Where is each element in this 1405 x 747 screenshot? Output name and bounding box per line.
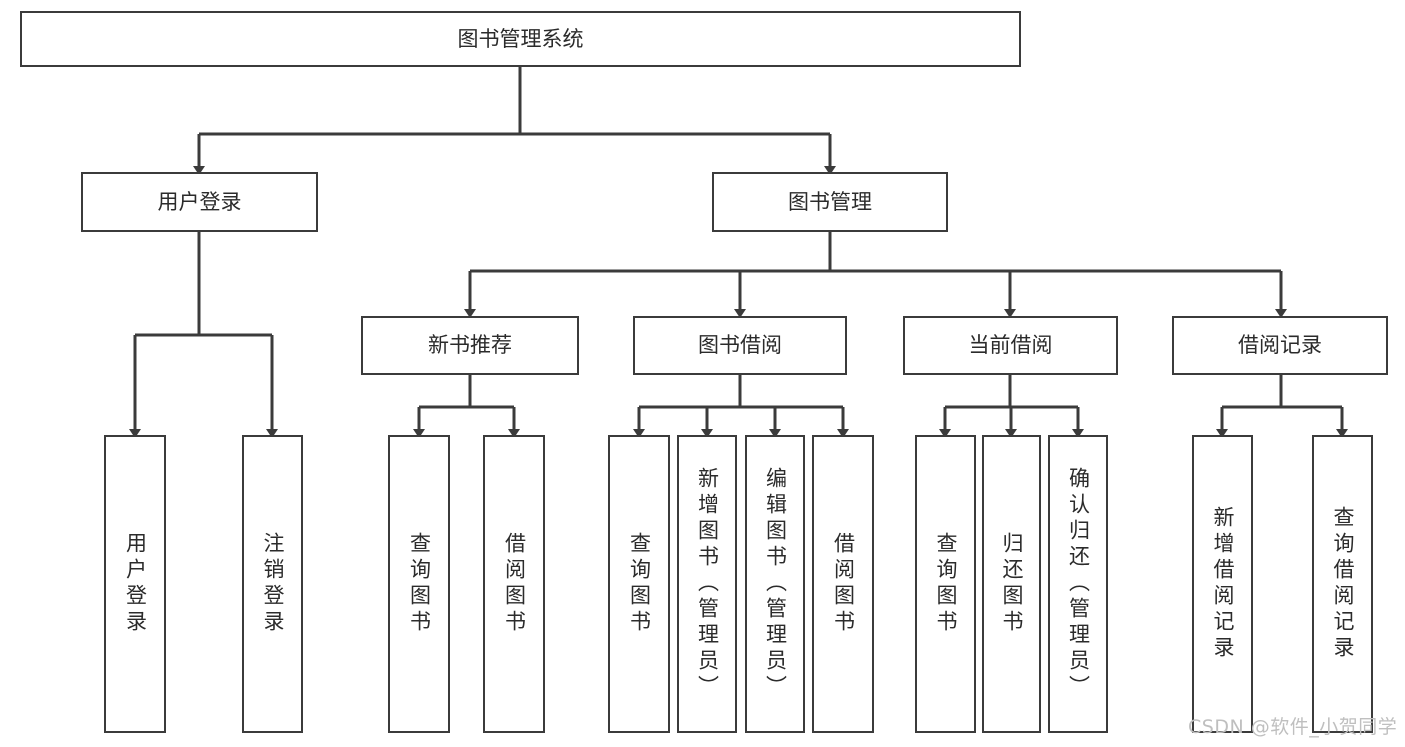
node-label: 查询借阅记录 (1331, 506, 1355, 662)
leaf-query-borrow-record[interactable]: 查询借阅记录 (1312, 435, 1373, 733)
leaf-edit-book-admin[interactable]: 编辑图书（管理员） (745, 435, 805, 733)
node-label: 图书管理 (788, 189, 872, 214)
node-label: 查询图书 (407, 532, 432, 636)
node-label: 用户登录 (123, 532, 148, 636)
leaf-add-book-admin[interactable]: 新增图书（管理员） (677, 435, 737, 733)
node-label: 图书借阅 (698, 333, 782, 358)
node-label: 新书推荐 (428, 333, 512, 358)
node-label: 确认归还（管理员） (1066, 467, 1091, 701)
node-label: 当前借阅 (968, 333, 1053, 358)
leaf-confirm-return-admin[interactable]: 确认归还（管理员） (1048, 435, 1108, 733)
node-book-management[interactable]: 图书管理 (712, 172, 948, 232)
node-label: 新增图书（管理员） (695, 467, 720, 701)
leaf-query-book-borrow[interactable]: 查询图书 (608, 435, 670, 733)
node-label: 用户登录 (157, 189, 242, 214)
leaf-borrow-book-recommend[interactable]: 借阅图书 (483, 435, 545, 733)
node-root-book-management-system[interactable]: 图书管理系统 (20, 11, 1021, 67)
leaf-add-borrow-record[interactable]: 新增借阅记录 (1192, 435, 1253, 733)
node-borrow-record[interactable]: 借阅记录 (1172, 316, 1388, 375)
node-label: 查询图书 (934, 532, 958, 636)
node-user-login[interactable]: 用户登录 (81, 172, 318, 232)
node-label: 图书管理系统 (457, 26, 584, 51)
leaf-borrow-book[interactable]: 借阅图书 (812, 435, 874, 733)
node-label: 归还图书 (1000, 532, 1024, 636)
node-label: 编辑图书（管理员） (763, 467, 788, 701)
node-new-book-recommend[interactable]: 新书推荐 (361, 316, 579, 375)
node-current-borrow[interactable]: 当前借阅 (903, 316, 1118, 375)
node-label: 新增借阅记录 (1211, 506, 1235, 662)
node-label: 注销登录 (261, 532, 285, 636)
csdn-watermark: CSDN @软件_小贺同学 (1188, 716, 1398, 738)
leaf-user-login[interactable]: 用户登录 (104, 435, 166, 733)
node-book-borrow[interactable]: 图书借阅 (633, 316, 847, 375)
leaf-query-book-recommend[interactable]: 查询图书 (388, 435, 450, 733)
leaf-return-book[interactable]: 归还图书 (982, 435, 1041, 733)
node-label: 借阅图书 (831, 532, 856, 636)
node-label: 查询图书 (627, 532, 652, 636)
node-label: 借阅图书 (502, 532, 527, 636)
leaf-query-book-current[interactable]: 查询图书 (915, 435, 976, 733)
node-label: 借阅记录 (1238, 333, 1322, 358)
leaf-user-logout[interactable]: 注销登录 (242, 435, 303, 733)
